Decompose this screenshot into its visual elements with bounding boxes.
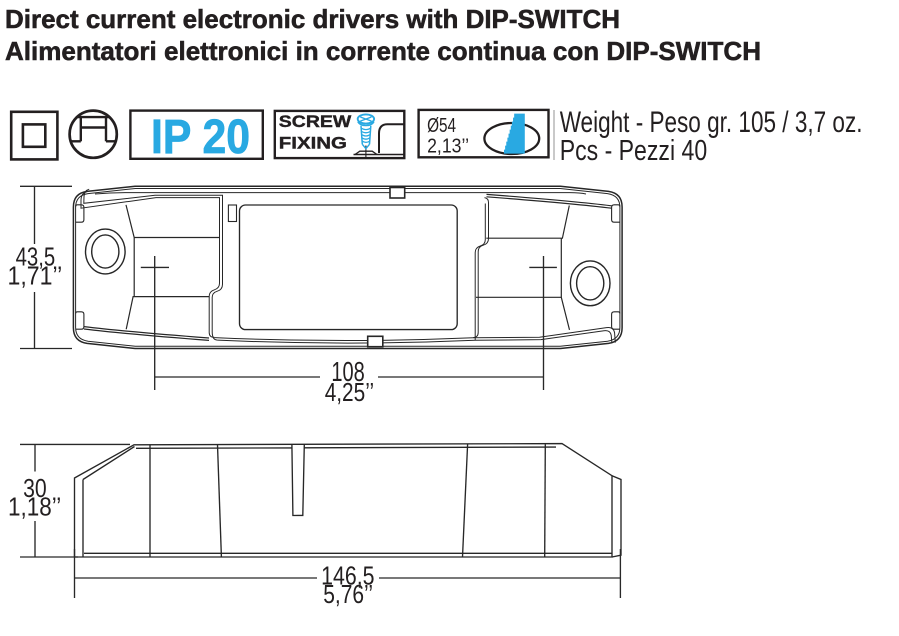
svg-text:Weight - Peso gr. 105 / 3,7 oz: Weight - Peso gr. 105 / 3,7 oz.: [560, 106, 863, 139]
svg-text:43,5: 43,5: [16, 241, 56, 271]
svg-text:1,71’’: 1,71’’: [8, 260, 63, 290]
svg-text:1,18’’: 1,18’’: [8, 492, 61, 522]
svg-text:108: 108: [331, 356, 364, 387]
svg-text:Pcs - Pezzi 40: Pcs - Pezzi 40: [560, 135, 708, 167]
svg-text:2,13’’: 2,13’’: [427, 135, 469, 157]
svg-text:146,5: 146,5: [321, 561, 374, 591]
svg-text:30: 30: [23, 473, 47, 503]
svg-text:Ø54: Ø54: [427, 115, 456, 137]
svg-text:5,76’’: 5,76’’: [323, 579, 373, 609]
svg-text:FIXING: FIXING: [279, 133, 347, 152]
svg-text:4,25’’: 4,25’’: [325, 377, 374, 407]
svg-text:SCREW: SCREW: [279, 112, 352, 131]
svg-text:IP 20: IP 20: [151, 110, 250, 164]
svg-text:Direct current electronic driv: Direct current electronic drivers with D…: [5, 4, 620, 34]
svg-text:Alimentatori elettronici in co: Alimentatori elettronici in corrente con…: [5, 36, 761, 66]
